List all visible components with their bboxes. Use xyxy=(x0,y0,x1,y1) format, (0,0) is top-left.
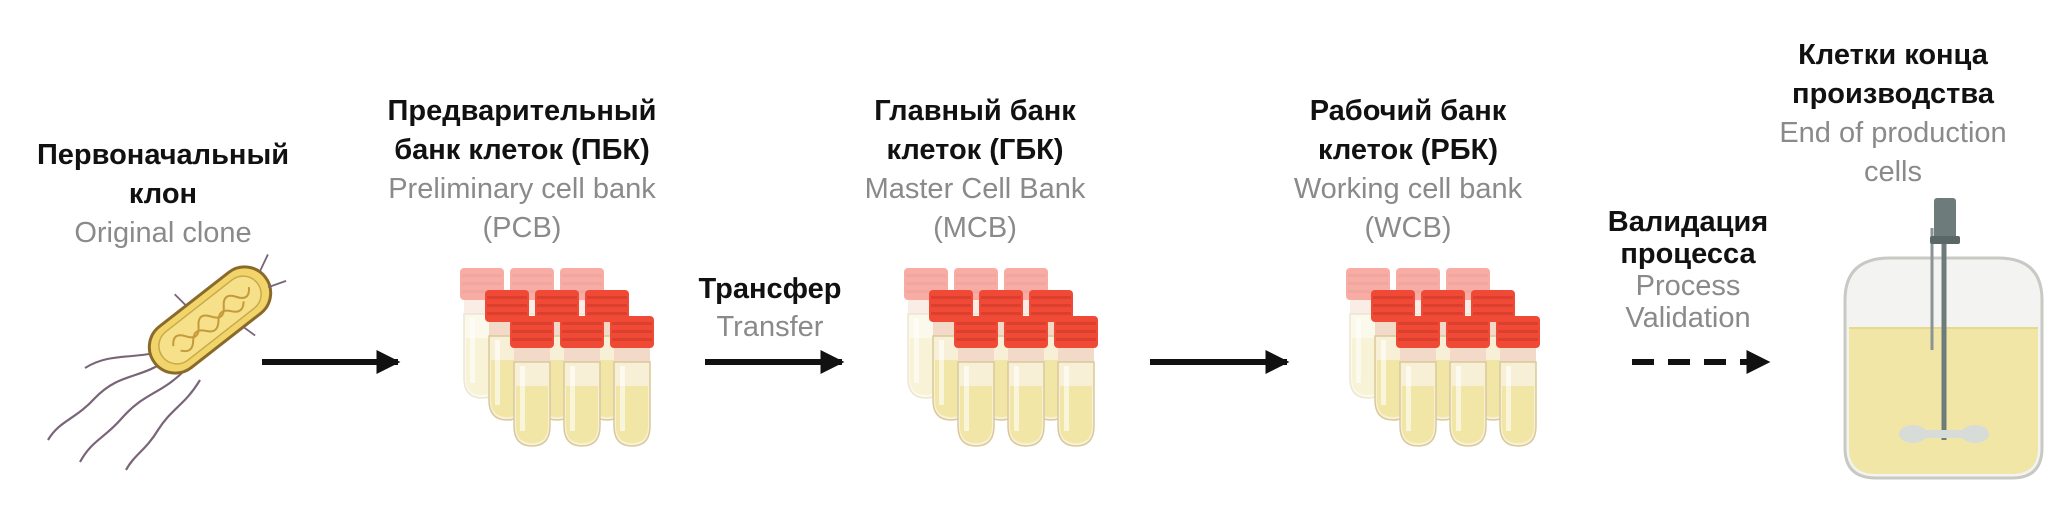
cryovial-rack-icon-mcb xyxy=(904,268,1098,446)
transition-title-ru: Трансфер xyxy=(698,273,842,305)
transition-title-en: Transfer xyxy=(716,311,824,343)
transition-title-ru: Валидация процесса xyxy=(1607,206,1769,270)
step-title-ru: Главный банк клеток (ГБК) xyxy=(874,95,1076,166)
step-title-ru: Клетки конца производства xyxy=(1792,39,1994,110)
step-title-en: Preliminary cell bank (PCB) xyxy=(388,173,656,244)
step-title-en: Original clone xyxy=(74,217,252,249)
step-title-ru: Первоначальный клон xyxy=(36,139,290,210)
step-working-cell-bank: Рабочий банк клеток (РБК) Working cell b… xyxy=(1292,92,1524,248)
step-original-clone: Первоначальный клон Original clone xyxy=(20,136,306,253)
step-title-en: Master Cell Bank (MCB) xyxy=(864,173,1086,244)
transition-transfer: Трансфер Transfer xyxy=(690,270,850,346)
bacterium-icon xyxy=(47,254,287,471)
cryovial-rack-icon-wcb xyxy=(1346,268,1540,446)
transition-title-en: Process Validation xyxy=(1625,270,1751,334)
transition-process-validation: Валидация процесса Process Validation xyxy=(1588,206,1788,334)
step-title-en: Working cell bank (WCB) xyxy=(1293,173,1523,244)
bioreactor-icon xyxy=(1843,198,2044,480)
cryovial-rack-icon-pcb xyxy=(460,268,654,446)
step-title-ru: Рабочий банк клеток (РБК) xyxy=(1309,95,1507,166)
step-title-en: End of production cells xyxy=(1779,117,2007,188)
step-end-of-production-cells: Клетки конца производства End of product… xyxy=(1766,36,2020,192)
step-preliminary-cell-bank: Предварительный банк клеток (ПБК) Prelim… xyxy=(382,92,662,248)
step-master-cell-bank: Главный банк клеток (ГБК) Master Cell Ba… xyxy=(848,92,1102,248)
step-title-ru: Предварительный банк клеток (ПБК) xyxy=(387,95,657,166)
